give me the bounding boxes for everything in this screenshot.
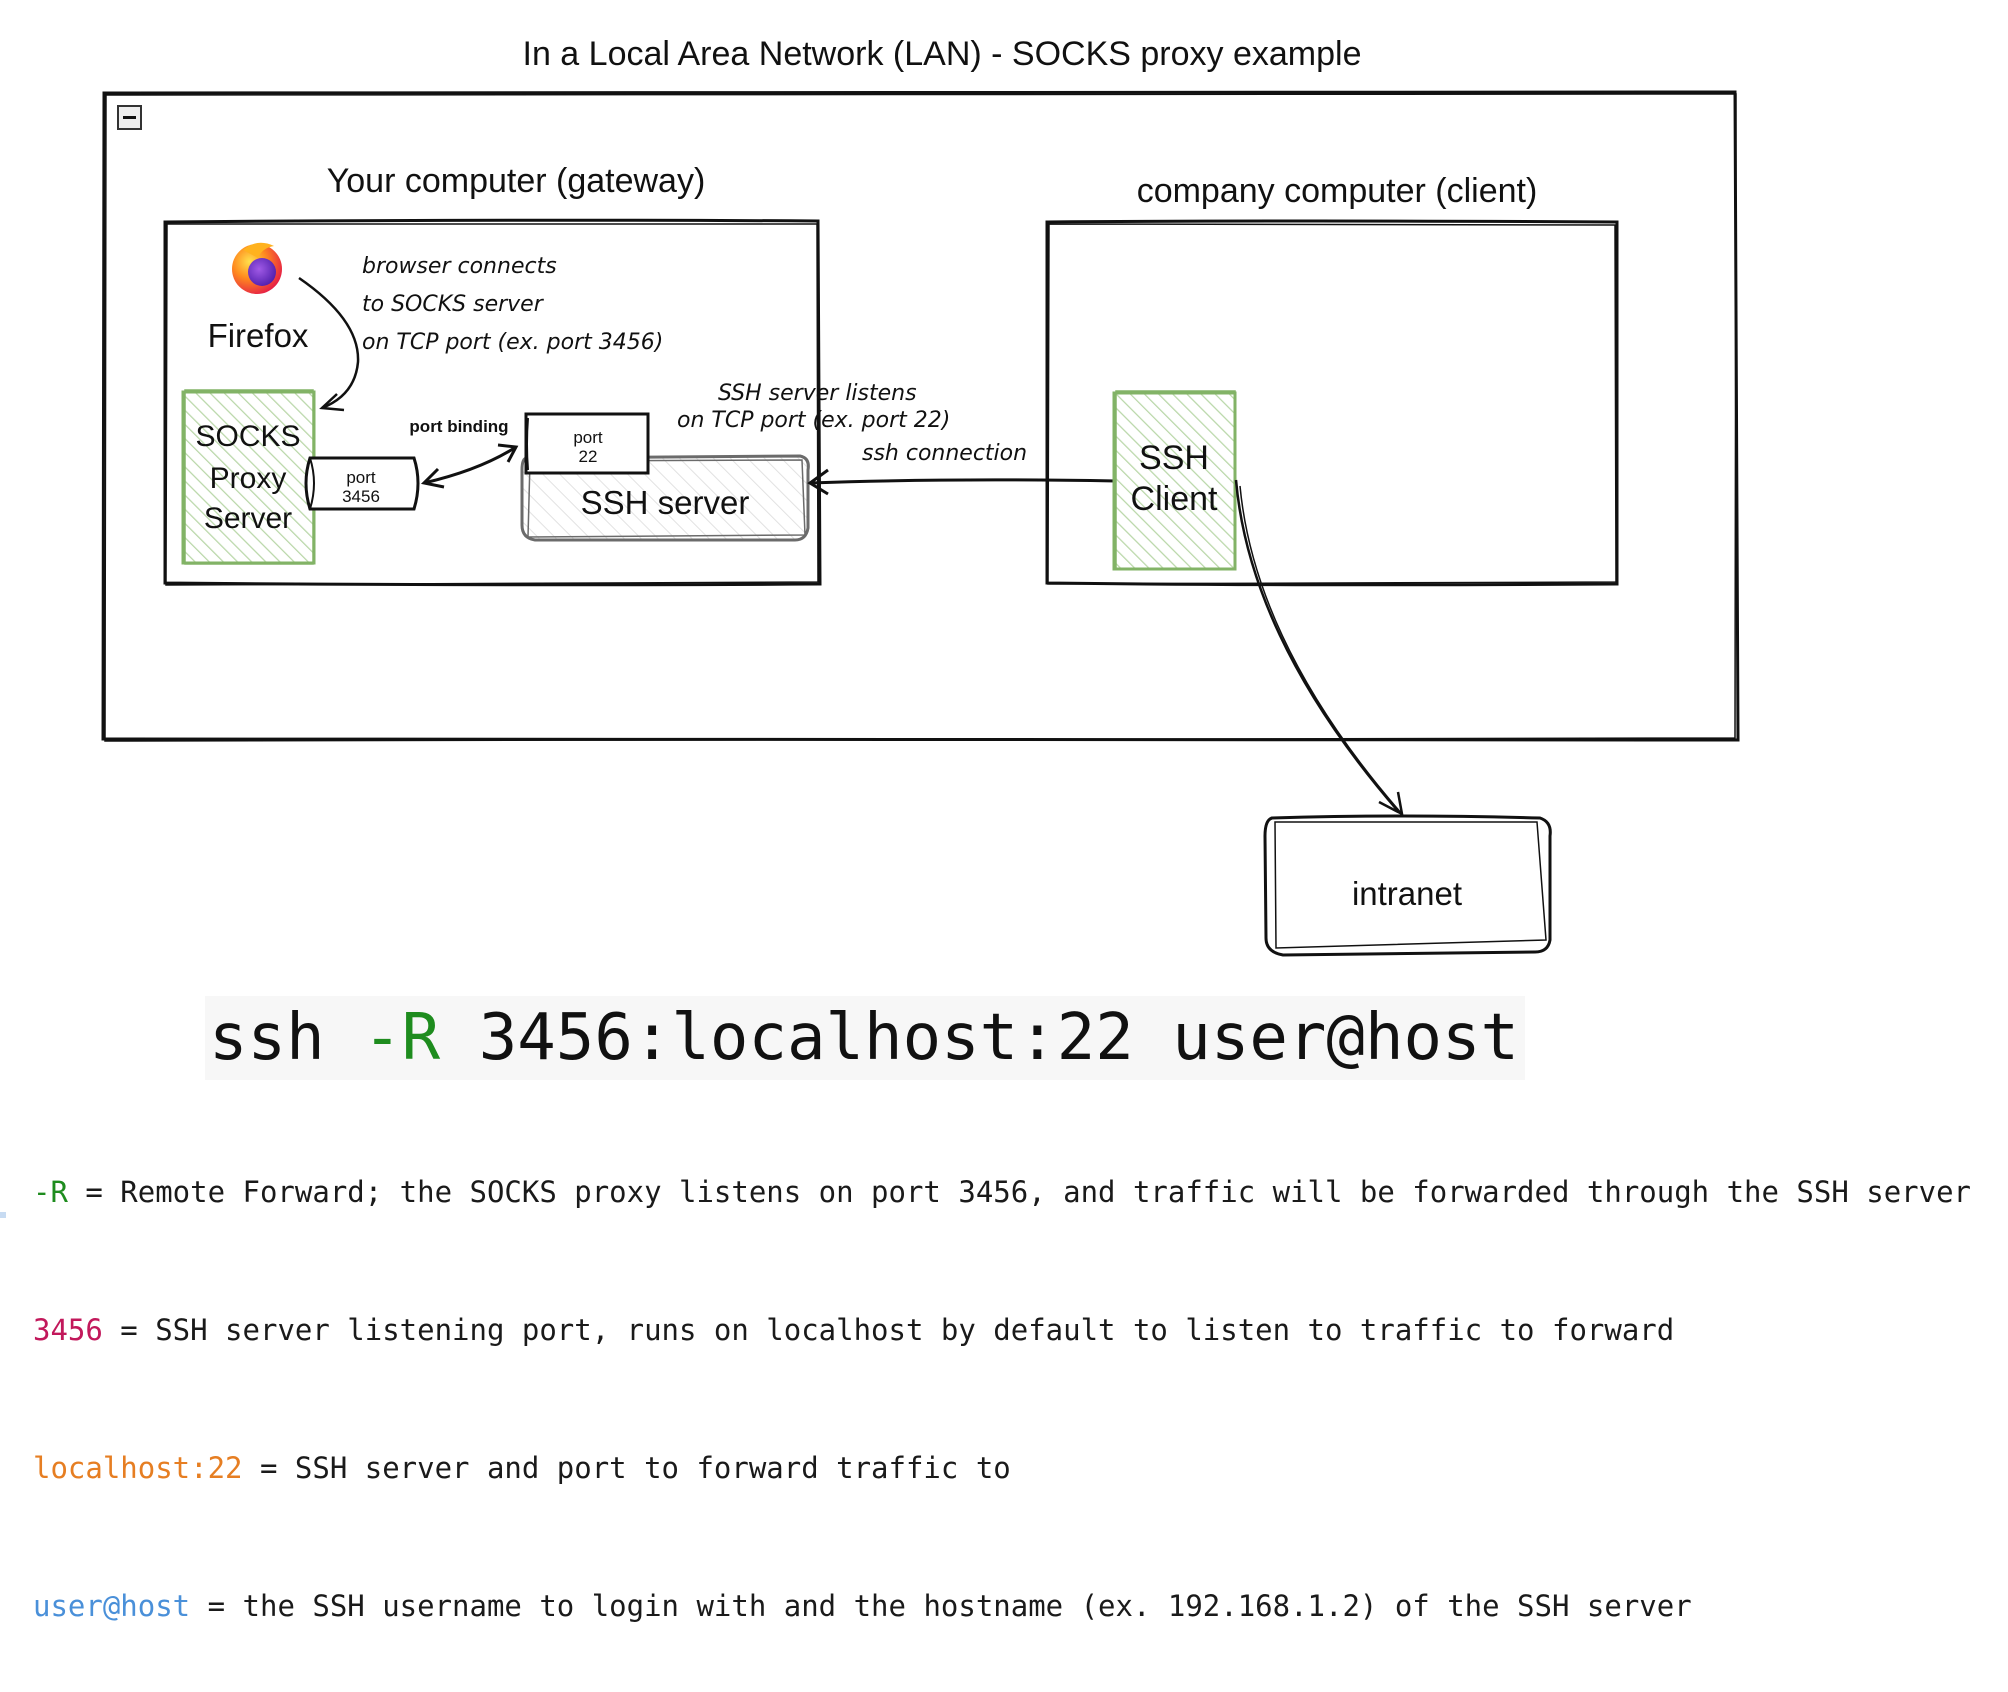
legend-row-flag: -R = Remote Forward; the SOCKS proxy lis… — [33, 1174, 1971, 1244]
ssh-listen-note-line: SSH server listens — [718, 381, 917, 406]
port-3456-label: port — [346, 468, 376, 487]
gateway-box — [163, 218, 822, 587]
legend-row-port: 3456 = SSH server listening port, runs o… — [33, 1312, 1971, 1382]
intranet-box — [1263, 814, 1552, 957]
legend-token: -R — [33, 1175, 68, 1209]
command-flag: -R — [363, 1001, 441, 1075]
browser-to-socks-arrow — [298, 276, 360, 412]
port-22-label: 22 — [579, 447, 598, 466]
command-rest: 3456:localhost:22 user@host — [478, 1001, 1520, 1075]
client-title: company computer (client) — [1137, 172, 1538, 210]
legend-text: = the SSH username to login with and the… — [190, 1589, 1692, 1623]
browser-note-line: on TCP port (ex. port 3456) — [362, 330, 663, 355]
browser-note-line: browser connects — [362, 254, 557, 279]
diagram-title: In a Local Area Network (LAN) - SOCKS pr… — [523, 35, 1362, 73]
legend-token: user@host — [33, 1589, 191, 1623]
port-22-box — [524, 412, 650, 475]
legend-text: = Remote Forward; the SOCKS proxy listen… — [67, 1175, 1972, 1209]
socks-proxy-label: Server — [204, 502, 292, 535]
ssh-client-label: SSH — [1139, 439, 1209, 477]
firefox-icon — [232, 242, 282, 294]
legend-token: 3456 — [33, 1313, 103, 1347]
ssh-client-box — [1112, 390, 1237, 571]
client-box — [1045, 219, 1619, 587]
legend-token: localhost:22 — [33, 1451, 243, 1485]
ssh-command: ssh -R 3456:localhost:22 user@host — [205, 996, 1526, 1080]
browser-note-line: to SOCKS server — [362, 292, 545, 317]
ssh-connection-arrow — [807, 468, 1117, 496]
ssh-server-box — [520, 454, 810, 542]
legend-row-userhost: user@host = the SSH username to login wi… — [33, 1588, 1971, 1658]
lan-socks-diagram: In a Local Area Network (LAN) - SOCKS pr… — [101, 35, 1740, 957]
port-binding-arrow — [420, 443, 519, 489]
port-binding-label: port binding — [409, 417, 508, 436]
legend-row-localhost: localhost:22 = SSH server and port to fo… — [33, 1450, 1971, 1520]
ssh-server-label: SSH server — [581, 484, 750, 521]
socks-proxy-label: Proxy — [210, 462, 287, 495]
intranet-label: intranet — [1352, 875, 1462, 912]
port-3456-box — [304, 456, 420, 511]
socks-proxy-label: SOCKS — [195, 420, 300, 453]
browser-note: browser connects to SOCKS server on TCP … — [362, 254, 663, 355]
legend-text: = SSH server listening port, runs on loc… — [102, 1313, 1675, 1347]
ssh-listen-note: SSH server listens on TCP port (ex. port… — [677, 381, 950, 433]
firefox-label: Firefox — [208, 317, 309, 354]
minus-box-icon[interactable] — [117, 105, 142, 130]
ssh-listen-note-line: on TCP port (ex. port 22) — [677, 408, 950, 433]
socks-proxy-box — [181, 389, 316, 565]
legend-text: = SSH server and port to forward traffic… — [242, 1451, 1011, 1485]
command-prefix: ssh — [209, 1001, 325, 1075]
port-22-label: port — [573, 428, 603, 447]
command-legend: -R = Remote Forward; the SOCKS proxy lis… — [33, 1106, 1971, 1692]
port-3456-label: 3456 — [342, 487, 380, 506]
ssh-connection-label: ssh connection — [862, 441, 1027, 466]
ssh-client-label: Client — [1131, 480, 1218, 518]
edge-mark — [0, 1212, 6, 1218]
client-to-intranet-arrow — [1234, 479, 1404, 817]
gateway-title: Your computer (gateway) — [327, 162, 706, 200]
